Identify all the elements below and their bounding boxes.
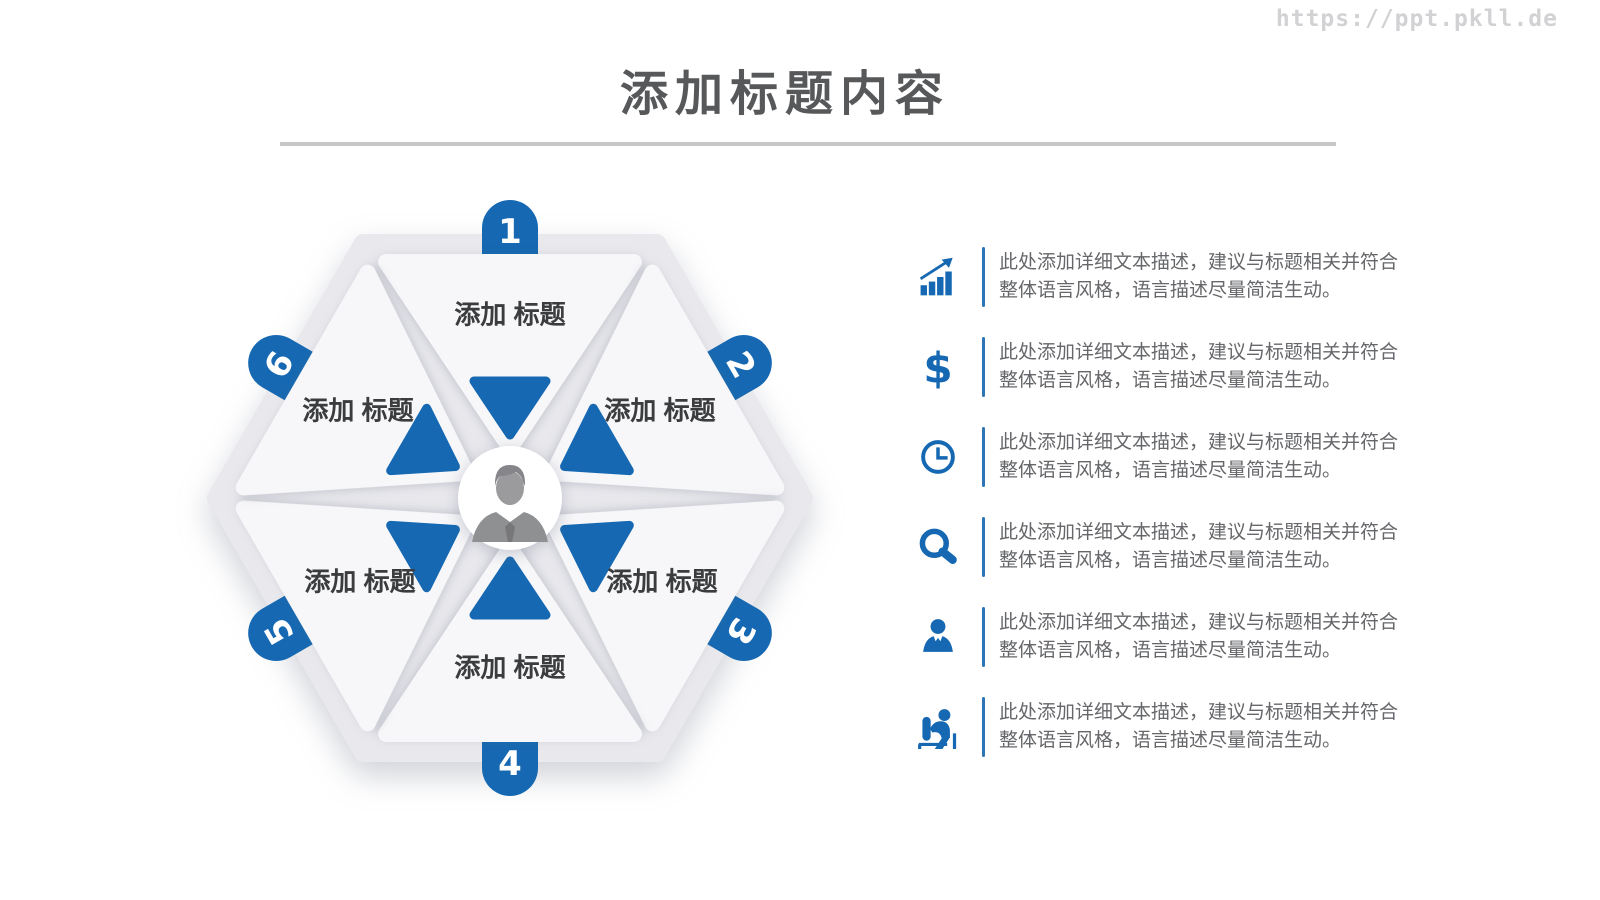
list-item: 此处添加详细文本描述，建议与标题相关并符合 整体语言风格，语言描述尽量简洁生动。 bbox=[910, 426, 1398, 488]
inner-triangle-3 bbox=[560, 520, 634, 593]
title-divider bbox=[280, 142, 1336, 146]
svg-text:$: $ bbox=[923, 345, 952, 389]
hexagon-diagram: 1 2 3 4 bbox=[190, 178, 830, 818]
list-item: 此处添加详细文本描述，建议与标题相关并符合 整体语言风格，语言描述尽量简洁生动。 bbox=[910, 696, 1398, 758]
sector-label-5: 添加 标题 bbox=[304, 566, 416, 597]
businessman-icon bbox=[910, 609, 966, 665]
list-item: $ 此处添加详细文本描述，建议与标题相关并符合 整体语言风格，语言描述尽量简洁生… bbox=[910, 336, 1398, 398]
sector-label-4: 添加 标题 bbox=[454, 652, 566, 683]
divider-bar bbox=[982, 337, 985, 397]
inner-triangle-5 bbox=[386, 520, 460, 593]
bar-chart-icon bbox=[910, 249, 966, 305]
sector-1: 1 bbox=[378, 200, 642, 456]
divider-bar bbox=[982, 427, 985, 487]
watermark: https://ppt.pkll.de bbox=[1275, 6, 1558, 32]
info-panel: 此处添加详细文本描述，建议与标题相关并符合 整体语言风格，语言描述尽量简洁生动。… bbox=[910, 246, 1398, 786]
inner-triangle-4 bbox=[469, 556, 551, 620]
sector-3: 3 bbox=[545, 500, 785, 732]
list-item: 此处添加详细文本描述，建议与标题相关并符合 整体语言风格，语言描述尽量简洁生动。 bbox=[910, 606, 1398, 668]
item-text: 此处添加详细文本描述，建议与标题相关并符合 整体语言风格，语言描述尽量简洁生动。 bbox=[999, 252, 1399, 301]
sector-5: 5 bbox=[235, 500, 475, 732]
dollar-icon: $ bbox=[910, 339, 966, 395]
inner-triangle-1 bbox=[469, 376, 551, 440]
sector-label-6: 添加 标题 bbox=[302, 395, 414, 426]
list-item: 此处添加详细文本描述，建议与标题相关并符合 整体语言风格，语言描述尽量简洁生动。 bbox=[910, 516, 1398, 578]
search-icon bbox=[910, 519, 966, 575]
sector-label-3: 添加 标题 bbox=[606, 566, 718, 597]
item-text: 此处添加详细文本描述，建议与标题相关并符合 整体语言风格，语言描述尽量简洁生动。 bbox=[999, 612, 1399, 661]
divider-bar bbox=[982, 607, 985, 667]
inner-triangle-6 bbox=[386, 403, 460, 476]
person-at-desk-icon bbox=[910, 699, 966, 755]
item-text: 此处添加详细文本描述，建议与标题相关并符合 整体语言风格，语言描述尽量简洁生动。 bbox=[999, 342, 1399, 391]
page-title: 添加标题内容 bbox=[619, 68, 950, 121]
divider-bar bbox=[982, 517, 985, 577]
sector-label-1: 添加 标题 bbox=[454, 299, 566, 330]
sector-label-2: 添加 标题 bbox=[604, 395, 716, 426]
sector-2: 2 bbox=[545, 264, 785, 496]
badge-number-4: 4 bbox=[498, 744, 522, 784]
sector-tile-1 bbox=[378, 254, 642, 456]
hexagon-diagram-svg: 1 2 3 4 bbox=[207, 200, 813, 796]
item-text: 此处添加详细文本描述，建议与标题相关并符合 整体语言风格，语言描述尽量简洁生动。 bbox=[999, 702, 1399, 751]
list-item: 此处添加详细文本描述，建议与标题相关并符合 整体语言风格，语言描述尽量简洁生动。 bbox=[910, 246, 1398, 308]
divider-bar bbox=[982, 697, 985, 757]
badge-number-1: 1 bbox=[498, 212, 522, 252]
sector-6: 6 bbox=[235, 264, 475, 496]
sector-4 bbox=[378, 540, 642, 796]
divider-bar bbox=[982, 247, 985, 307]
sector-tile-4 bbox=[378, 540, 642, 742]
businessman-icon bbox=[472, 465, 548, 542]
item-text: 此处添加详细文本描述，建议与标题相关并符合 整体语言风格，语言描述尽量简洁生动。 bbox=[999, 432, 1399, 481]
item-text: 此处添加详细文本描述，建议与标题相关并符合 整体语言风格，语言描述尽量简洁生动。 bbox=[999, 522, 1399, 571]
clock-icon bbox=[910, 429, 966, 485]
inner-triangle-2 bbox=[560, 403, 634, 476]
